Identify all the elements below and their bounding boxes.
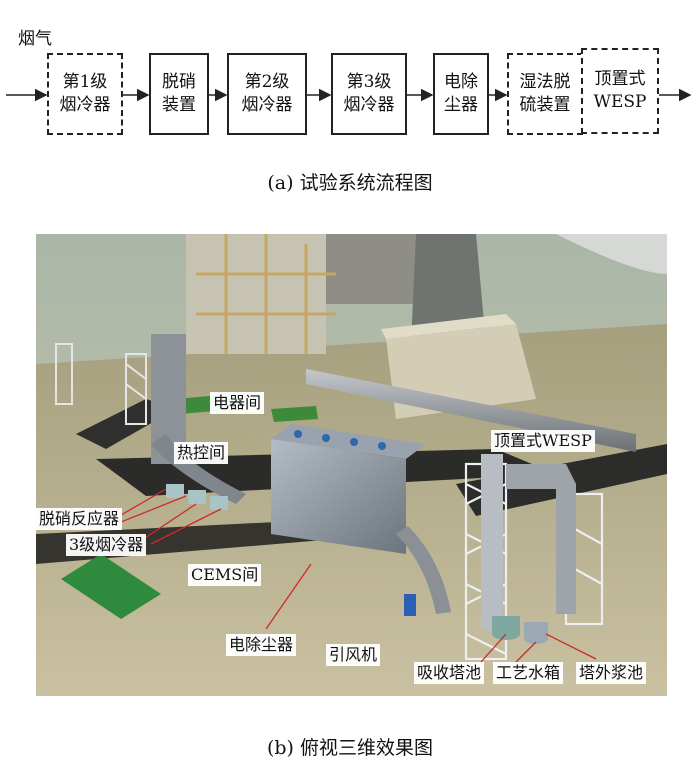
box-stage1-cooler: 第1级 烟冷器 (47, 53, 123, 135)
wesp-riser-duct (506, 464, 576, 614)
concrete-block-top (381, 314, 516, 339)
blue-pump (404, 594, 416, 616)
flow-arrows (6, 88, 692, 102)
label-cems-room: CEMS间 (188, 564, 262, 586)
pointer-lines (115, 488, 597, 663)
box-wet-fgd: 湿法脱 硫装置 (507, 53, 583, 135)
grass-patch (61, 554, 161, 619)
label-electrical-room: 电器间 (210, 392, 265, 414)
box-denitration: 脱硝 装置 (149, 53, 209, 135)
caption-a: (a) 试验系统流程图 (267, 172, 433, 194)
flue-gas-label: 烟气 (18, 29, 52, 49)
bg-building-1 (186, 234, 326, 354)
green-roof-2 (271, 406, 318, 422)
label-thermal-control-room: 热控间 (174, 442, 229, 464)
label-slurry-pool: 塔外浆池 (576, 662, 647, 684)
bg-steel-frame (196, 234, 336, 354)
cooler-units (166, 484, 228, 510)
esp-body (271, 439, 406, 554)
label-absorber-pool: 吸收塔池 (414, 662, 485, 684)
scaffold-left (55, 343, 147, 425)
label-esp: 电除尘器 (226, 634, 297, 656)
label-top-wesp: 顶置式WESP (491, 430, 595, 452)
plant-3d-view: 电器间 热控间 顶置式WESP 脱硝反应器 3级烟冷器 CEMS间 电除尘器 引… (36, 234, 667, 696)
label-stage3-cooler: 3级烟冷器 (66, 534, 147, 556)
box-stage2-cooler: 第2级 烟冷器 (227, 53, 307, 135)
large-duct (556, 234, 667, 274)
label-id-fan: 引风机 (326, 644, 381, 666)
label-denitration-reactor: 脱硝反应器 (36, 508, 123, 530)
box-top-wesp: 顶置式 WESP (581, 48, 659, 134)
wesp-vessel (481, 454, 503, 629)
plant-render (36, 234, 667, 696)
id-fan-duct (396, 526, 451, 614)
bg-tower (411, 234, 486, 344)
esp-rappers (294, 430, 386, 450)
label-process-water-tank: 工艺水箱 (493, 662, 564, 684)
box-stage3-cooler: 第3级 烟冷器 (331, 53, 407, 135)
esp-top (271, 424, 426, 459)
caption-b: (b) 俯视三维效果图 (266, 737, 434, 759)
box-esp: 电除 尘器 (433, 53, 489, 135)
